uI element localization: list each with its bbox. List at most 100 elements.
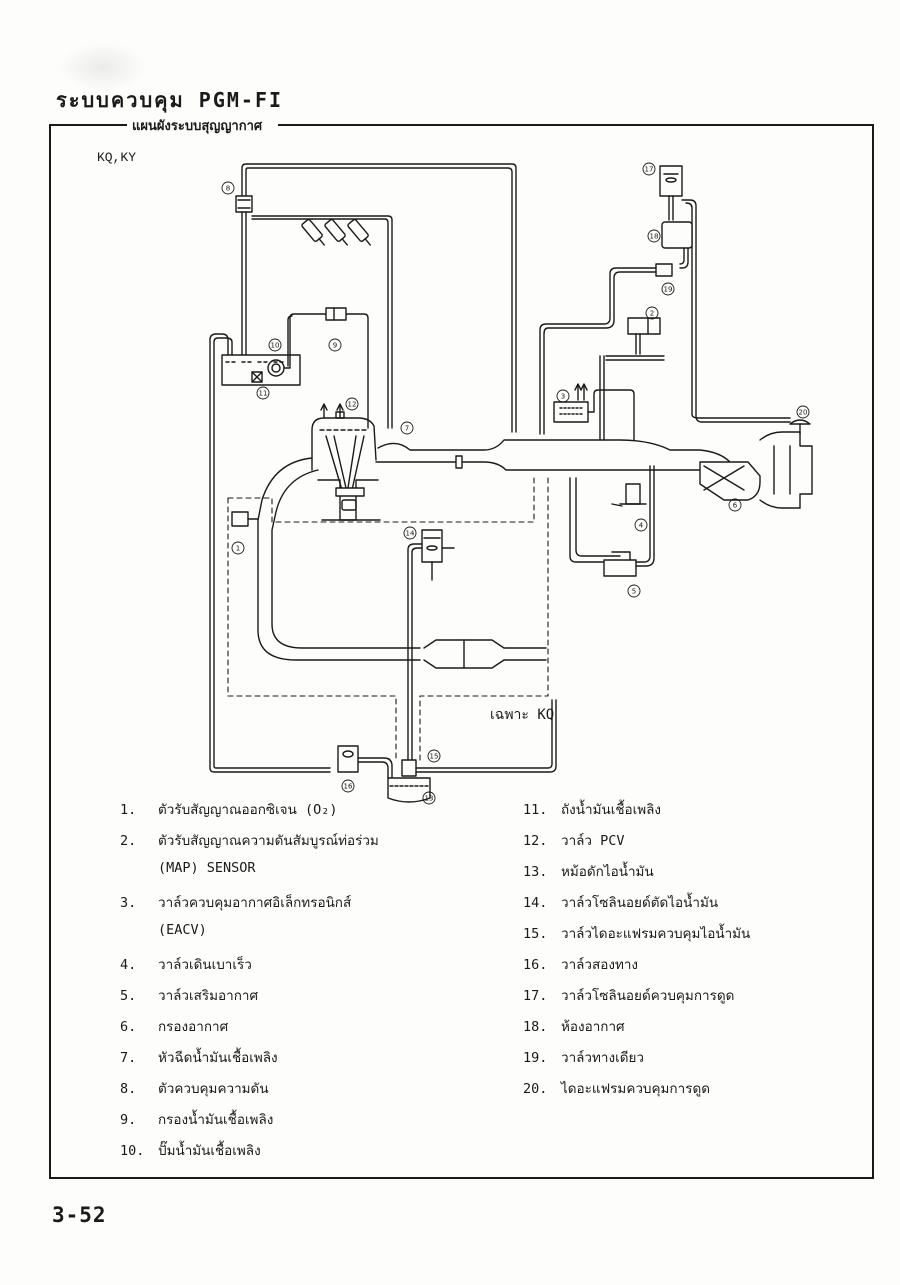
callout-10 xyxy=(268,338,282,352)
legend-item-number: 1. xyxy=(120,802,137,818)
legend-item: 20. ไดอะแฟรมควบคุมการดูด xyxy=(523,1077,710,1099)
callout-number: 2 xyxy=(650,310,654,318)
fuel-filter xyxy=(325,307,347,321)
purge-control-diaphragm xyxy=(401,699,557,777)
legend-item-label: ตัวรับสัญญาณความดันสัมบูรณ์ท่อร่วม xyxy=(158,833,379,849)
legend-item-label: ปั๊มน้ำมันเชื้อเพลิง xyxy=(158,1143,261,1159)
legend-item: 3.วาล์วควบคุมอากาศอิเล็กทรอนิกส์ xyxy=(120,891,351,913)
legend-item: 7.หัวฉีดน้ำมันเชื้อเพลิง xyxy=(120,1046,278,1068)
legend-item: 8.ตัวควบคุมความดัน xyxy=(120,1077,269,1099)
callout-number: 10 xyxy=(271,342,280,350)
callout-number: 19 xyxy=(664,286,673,294)
fuel-return-hose xyxy=(241,163,517,433)
legend-item-label: วาล์วเดินเบาเร็ว xyxy=(158,957,252,973)
intake-manifold xyxy=(375,439,731,481)
kq-only-boundary xyxy=(227,473,549,761)
legend-item-number: 5. xyxy=(120,988,137,1004)
air-chamber-circuit xyxy=(539,165,791,435)
callout-number: 13 xyxy=(425,795,434,803)
fast-idle-valve xyxy=(569,477,647,563)
legend-item-label: (MAP) SENSOR xyxy=(158,860,256,876)
legend-item-number: 13. xyxy=(523,864,548,880)
legend-item-number: 9. xyxy=(120,1112,137,1128)
legend-item-label: ตัวควบคุมความดัน xyxy=(158,1081,269,1097)
legend-item: 14. วาล์วโซลินอยด์ตัดไอน้ำมัน xyxy=(523,891,718,913)
callout-20 xyxy=(796,405,810,419)
air-assist-valve xyxy=(603,465,655,577)
legend-item-label: วาล์วควบคุมอากาศอิเล็กทรอนิกส์ xyxy=(158,895,352,911)
legend-item: 10. ปั๊มน้ำมันเชื้อเพลิง xyxy=(120,1139,261,1161)
callout-16 xyxy=(341,779,355,793)
callout-5 xyxy=(627,584,641,598)
legend-item-number: 14. xyxy=(523,895,548,911)
callout-18 xyxy=(647,229,661,243)
legend-item: 18.ห้องอากาศ xyxy=(523,1015,625,1037)
callout-4 xyxy=(634,518,648,532)
callout-12 xyxy=(345,397,359,411)
legend-item: 12. วาล์ว PCV xyxy=(523,829,625,851)
diagram-frame xyxy=(49,125,874,1179)
legend-item-number: 20. xyxy=(523,1081,548,1097)
legend-item-number: 16. xyxy=(523,957,548,973)
frame-caption: แผนผังระบบสุญญากาศ xyxy=(130,115,265,136)
page-title: ระบบควบคุม PGM-FI xyxy=(56,88,284,112)
page-number: 3-52 xyxy=(52,1203,107,1227)
legend-item-label: ไดอะแฟรมควบคุมการดูด xyxy=(561,1081,710,1097)
callout-9 xyxy=(328,338,342,352)
legend-item-label: วาล์วไดอะแฟรมควบคุมไอน้ำมัน xyxy=(561,926,751,942)
callout-number: 16 xyxy=(344,783,353,791)
frame-top-border-right xyxy=(278,124,874,126)
legend-item-number: 10. xyxy=(120,1143,145,1159)
legend-item-number: 12. xyxy=(523,833,548,849)
legend-item: 11.ถังน้ำมันเชื้อเพลิง xyxy=(523,798,661,820)
legend-item-label: (EACV) xyxy=(158,922,207,938)
callout-1 xyxy=(231,541,245,555)
map-sensor xyxy=(599,317,665,441)
legend-item: 15. วาล์วไดอะแฟรมควบคุมไอน้ำมัน xyxy=(523,922,750,944)
callout-number: 7 xyxy=(405,425,409,433)
legend-item-label: วาล์วสองทาง xyxy=(561,957,639,973)
callout-number: 5 xyxy=(632,588,636,596)
callout-13 xyxy=(422,791,436,805)
callout-3 xyxy=(556,389,570,403)
legend-item-label: วาล์วทางเดียว xyxy=(561,1050,644,1066)
legend-item: 16. วาล์วสองทาง xyxy=(523,953,638,975)
legend-item-number: 15. xyxy=(523,926,548,942)
legend-item-number: 11. xyxy=(523,802,548,818)
legend-item: 9. กรองน้ำมันเชื้อเพลิง xyxy=(120,1108,273,1130)
legend-item: 6.กรองอากาศ xyxy=(120,1015,228,1037)
legend-item: 13.หม้อดักไอน้ำมัน xyxy=(523,860,654,882)
two-way-valve xyxy=(337,745,393,779)
legend-item-label: ตัวรับสัญญาณออกซิเจน (O₂) xyxy=(158,802,338,818)
callout-8 xyxy=(221,181,235,195)
callout-17 xyxy=(642,162,656,176)
fuel-tank xyxy=(221,354,301,386)
callout-6 xyxy=(728,498,742,512)
callout-markers xyxy=(221,162,810,805)
oxygen-sensor xyxy=(231,511,259,527)
callout-number: 20 xyxy=(799,409,808,417)
tank-hoses xyxy=(209,313,369,773)
legend-item-label: วาล์วโซลินอยด์ตัดไอน้ำมัน xyxy=(561,895,719,911)
callout-number: 6 xyxy=(733,502,738,510)
callout-number: 12 xyxy=(348,401,357,409)
legend-item: 4. วาล์วเดินเบาเร็ว xyxy=(120,953,252,975)
frame-top-border-left xyxy=(49,124,127,126)
legend-item-number: 4. xyxy=(120,957,137,973)
legend-item: (EACV) xyxy=(120,922,207,938)
eacv xyxy=(553,383,635,441)
catalytic-converter xyxy=(423,639,547,669)
callout-number: 8 xyxy=(226,185,230,193)
scan-smudge xyxy=(58,42,148,92)
kq-only-label: เฉพาะ KQ xyxy=(490,707,555,723)
callout-number: 18 xyxy=(650,233,659,241)
air-cleaner xyxy=(699,431,813,509)
legend-item-label: กรองน้ำมันเชื้อเพลิง xyxy=(158,1112,274,1128)
charcoal-canister xyxy=(387,777,431,803)
legend-item-number: 6. xyxy=(120,1019,137,1035)
legend-item-label: วาล์ว PCV xyxy=(561,833,625,849)
callout-19 xyxy=(661,282,675,296)
callout-number: 15 xyxy=(430,753,439,761)
